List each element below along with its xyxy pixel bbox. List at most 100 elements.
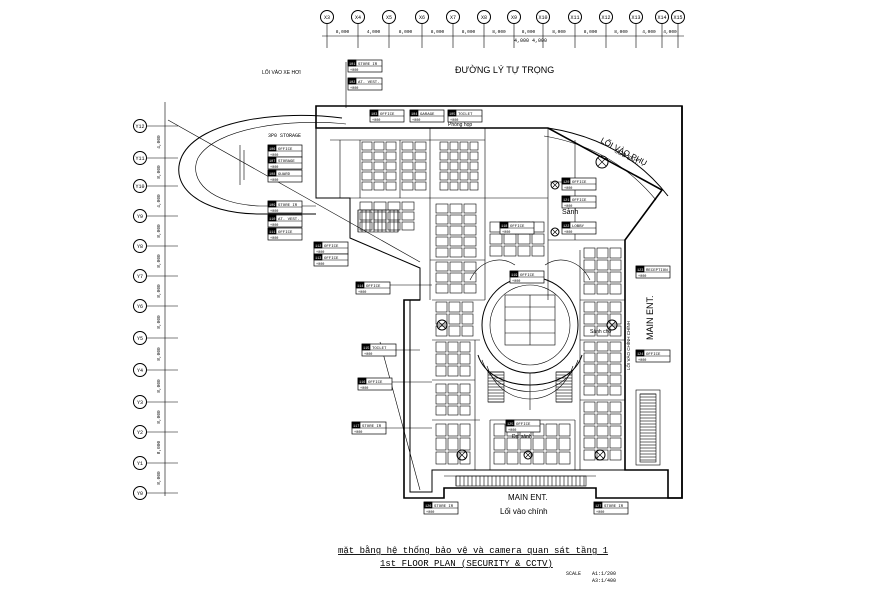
camera-symbol bbox=[595, 155, 609, 169]
room-tag-name: GARAGE bbox=[420, 113, 435, 117]
column-dim-label: 8,000 bbox=[552, 29, 566, 35]
row-grid-bubble: Y12 bbox=[133, 119, 178, 133]
column-grid-label: X13 bbox=[631, 15, 640, 21]
storage-label: 3P0 STORAGE bbox=[268, 133, 301, 139]
column-grid-label: X10 bbox=[538, 15, 547, 21]
room-tag-code: 107 bbox=[269, 160, 275, 164]
scale-a1: A1:1/200 bbox=[592, 571, 616, 577]
row-grid-bubble: Y10 bbox=[133, 179, 178, 193]
room-tag-level: +000 bbox=[502, 231, 510, 235]
room-tag-level: +000 bbox=[638, 275, 646, 279]
room-tag-code: 127 bbox=[595, 505, 601, 509]
room-tag-code: 126 bbox=[425, 505, 431, 509]
desk-cluster bbox=[401, 141, 427, 191]
room-tag-name: STORE IR bbox=[604, 505, 624, 509]
camera-symbol bbox=[436, 319, 448, 331]
column-grid-label: X14 bbox=[657, 15, 666, 21]
column-dim-label: 8,000 bbox=[399, 29, 413, 35]
lobby-center-label: Đại sảnh bbox=[512, 434, 532, 440]
street-name: ĐƯỜNG LÝ TỰ TRỌNG bbox=[455, 65, 554, 75]
room-tag-code: 122 bbox=[563, 225, 569, 229]
column-grid-label: X5 bbox=[386, 15, 392, 21]
room-tag-name: OFFICE bbox=[380, 113, 395, 117]
row-grid-bubble: Y9 bbox=[133, 209, 178, 223]
row-dim-label: 8,000 bbox=[156, 440, 162, 454]
column-grid-bubble: X7 bbox=[446, 10, 460, 48]
room-tag-level: +000 bbox=[358, 291, 366, 295]
room-tag-name: OFFICE bbox=[278, 148, 293, 152]
room-tag-name: AT. VEST. bbox=[278, 218, 300, 222]
desk-cluster bbox=[361, 141, 397, 191]
row-dim-label: 4,000 bbox=[156, 194, 162, 208]
room-tag: AT. VEST.102+000 bbox=[347, 77, 383, 91]
desk-cluster bbox=[435, 423, 471, 465]
room-tag-code: 102 bbox=[349, 81, 355, 85]
row-grid-bubble: Y6 bbox=[133, 299, 178, 313]
row-dim-label: 8,000 bbox=[156, 284, 162, 298]
room-tag-code: 123 bbox=[637, 269, 643, 273]
room-tag-level: +000 bbox=[316, 251, 324, 255]
room-tag-name: STORE IR bbox=[362, 425, 382, 429]
room-tag-name: OFFICE bbox=[278, 231, 293, 235]
column-grid-label: X7 bbox=[450, 15, 456, 21]
row-grid-label: Y11 bbox=[135, 156, 144, 162]
room-tag-level: +000 bbox=[638, 359, 646, 363]
row-dim-label: 8,000 bbox=[156, 379, 162, 393]
row-grid-label: Y0 bbox=[137, 491, 143, 497]
column-grid-bubble: X11 bbox=[568, 10, 582, 48]
title-vn: mặt bằng hệ thống bảo vệ và camera quan … bbox=[338, 545, 608, 556]
stair-flight bbox=[357, 209, 399, 233]
row-dim-label: 4,000 bbox=[156, 135, 162, 149]
lobby-right-label: Sảnh bbox=[562, 209, 578, 216]
desk-cluster bbox=[435, 261, 477, 294]
sub-entrance-label: LỐI VÀO PHỤ bbox=[599, 135, 649, 168]
stair-hatching bbox=[357, 209, 657, 487]
column-grid-label: X9 bbox=[511, 15, 517, 21]
room-tag-level: +000 bbox=[316, 263, 324, 267]
stair-flight bbox=[639, 393, 657, 463]
column-grid-label: X4 bbox=[355, 15, 361, 21]
row-dim-label: 8,000 bbox=[156, 165, 162, 179]
camera-symbol bbox=[456, 449, 468, 461]
room-tag-name: STORAGE bbox=[278, 160, 295, 164]
room-tag-level: +000 bbox=[450, 119, 458, 123]
room-tag-code: 110 bbox=[269, 218, 275, 222]
room-tag-code: 103 bbox=[371, 113, 377, 117]
column-grid-bubble: X13 bbox=[629, 10, 643, 48]
room-tag-code: 124 bbox=[637, 353, 643, 357]
room-tag-level: +000 bbox=[350, 87, 358, 91]
row-grid-bubble: Y1 bbox=[133, 456, 178, 470]
desk-cluster bbox=[435, 341, 471, 377]
main-ent-bottom-label: MAIN ENT. bbox=[508, 493, 548, 502]
room-tag-code: 113 bbox=[315, 257, 321, 261]
column-dim-label: 8,000 bbox=[462, 29, 476, 35]
room-tag-level: +000 bbox=[270, 179, 278, 183]
room-tag-level: +000 bbox=[596, 511, 604, 515]
row-grid-bubble: Y4 bbox=[133, 363, 178, 377]
main-ent-right-label: MAIN ENT. bbox=[645, 295, 655, 340]
row-grid-bubble: Y8 bbox=[133, 239, 178, 253]
row-grid-bubble: Y2 bbox=[133, 425, 178, 439]
row-grid-bubble: Y11 bbox=[133, 151, 178, 165]
room-tag-name: OFFICE bbox=[368, 381, 383, 385]
room-tag-name: OFFICE bbox=[324, 257, 339, 261]
camera-symbol bbox=[550, 180, 560, 190]
room-tag-name: OFFICE bbox=[520, 274, 535, 278]
row-grid-bubble: Y5 bbox=[133, 331, 178, 345]
room-tag-name: OFFICE bbox=[572, 181, 587, 185]
column-dim-sub: 4,000 4,000 bbox=[514, 38, 547, 44]
row-grid-label: Y1 bbox=[137, 461, 143, 467]
column-grid-bubble: X8 bbox=[477, 10, 491, 48]
